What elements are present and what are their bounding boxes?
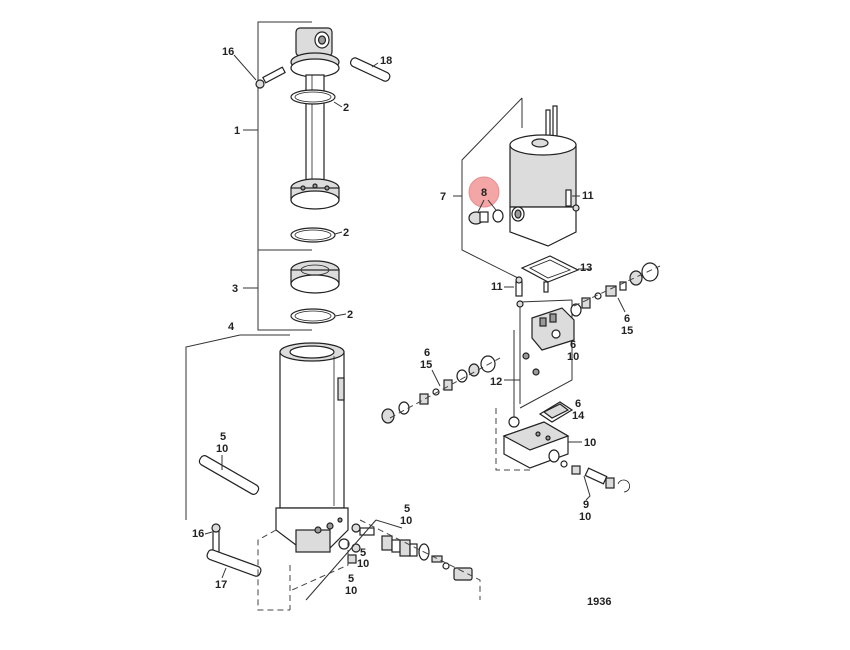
callout-10-manifold: 10 — [584, 437, 596, 449]
callout-10-left: 10 — [216, 443, 228, 455]
valve-body-bracket-12 — [504, 276, 575, 428]
drawing-number: 1936 — [587, 596, 611, 608]
trim-cylinder-rod-assembly — [290, 27, 340, 210]
callout-10-right: 10 — [400, 515, 412, 527]
valve-9 — [560, 460, 630, 501]
bracket-lines — [185, 21, 312, 520]
callout-11-upper: 11 — [582, 190, 594, 202]
pump-motor-assembly-7 — [453, 97, 577, 279]
callout-labels: 16 18 2 1 2 3 2 4 5 10 16 17 5 10 5 10 5… — [192, 46, 633, 608]
long-pin-5 — [198, 455, 260, 495]
callout-5-mid: 5 — [360, 547, 366, 559]
highlight-circle-item-8 — [468, 176, 500, 208]
callout-5-low: 5 — [348, 573, 354, 585]
callout-18: 18 — [380, 55, 392, 67]
callout-10-center: 10 — [567, 351, 579, 363]
valve-parts-6-15-right — [570, 262, 659, 317]
callout-15-upper-right: 15 — [621, 325, 633, 337]
callout-9: 9 — [583, 499, 589, 511]
callout-13: 13 — [580, 262, 592, 274]
callout-10-mid: 10 — [357, 558, 369, 570]
callout-16-upper: 16 — [222, 46, 234, 58]
fill-plug-8 — [468, 199, 504, 225]
cylinder-cap-3 — [290, 260, 340, 294]
callout-6-upper-right: 6 — [624, 313, 630, 325]
callout-4: 4 — [228, 321, 235, 333]
pin-18 — [349, 57, 391, 82]
cover-14 — [538, 401, 574, 423]
callout-10-low: 10 — [345, 585, 357, 597]
valve-parts-6-15-left — [381, 355, 496, 424]
callout-6-lower: 6 — [575, 398, 581, 410]
callout-6-left: 6 — [424, 347, 430, 359]
callout-2-middle: 2 — [343, 227, 349, 239]
callout-12: 12 — [490, 376, 502, 388]
callout-1: 1 — [234, 125, 240, 137]
callout-16-lower: 16 — [192, 528, 204, 540]
o-ring-upper — [290, 89, 336, 105]
callout-5-right: 5 — [404, 503, 410, 515]
callout-8: 8 — [481, 187, 487, 199]
callout-10-valve: 10 — [579, 511, 591, 523]
bolts-11-upper — [565, 189, 580, 212]
pin-17 — [206, 549, 262, 577]
callout-6-center: 6 — [570, 339, 576, 351]
lower-valve-components — [338, 523, 473, 581]
callout-2-lower: 2 — [347, 309, 353, 321]
callout-7: 7 — [440, 191, 446, 203]
manifold-10 — [495, 408, 582, 471]
callout-15-left: 15 — [420, 359, 432, 371]
callout-11-lower: 11 — [491, 281, 503, 293]
cylinder-body-4 — [275, 342, 349, 553]
gasket-13 — [520, 255, 592, 293]
callout-14: 14 — [572, 410, 585, 422]
callout-2-upper: 2 — [343, 102, 349, 114]
o-ring-middle — [290, 227, 336, 243]
callout-17: 17 — [215, 579, 227, 591]
callout-3: 3 — [232, 283, 238, 295]
callout-5-left: 5 — [220, 431, 226, 443]
pin-16-upper — [255, 66, 286, 89]
pin-16-lower — [211, 523, 221, 553]
